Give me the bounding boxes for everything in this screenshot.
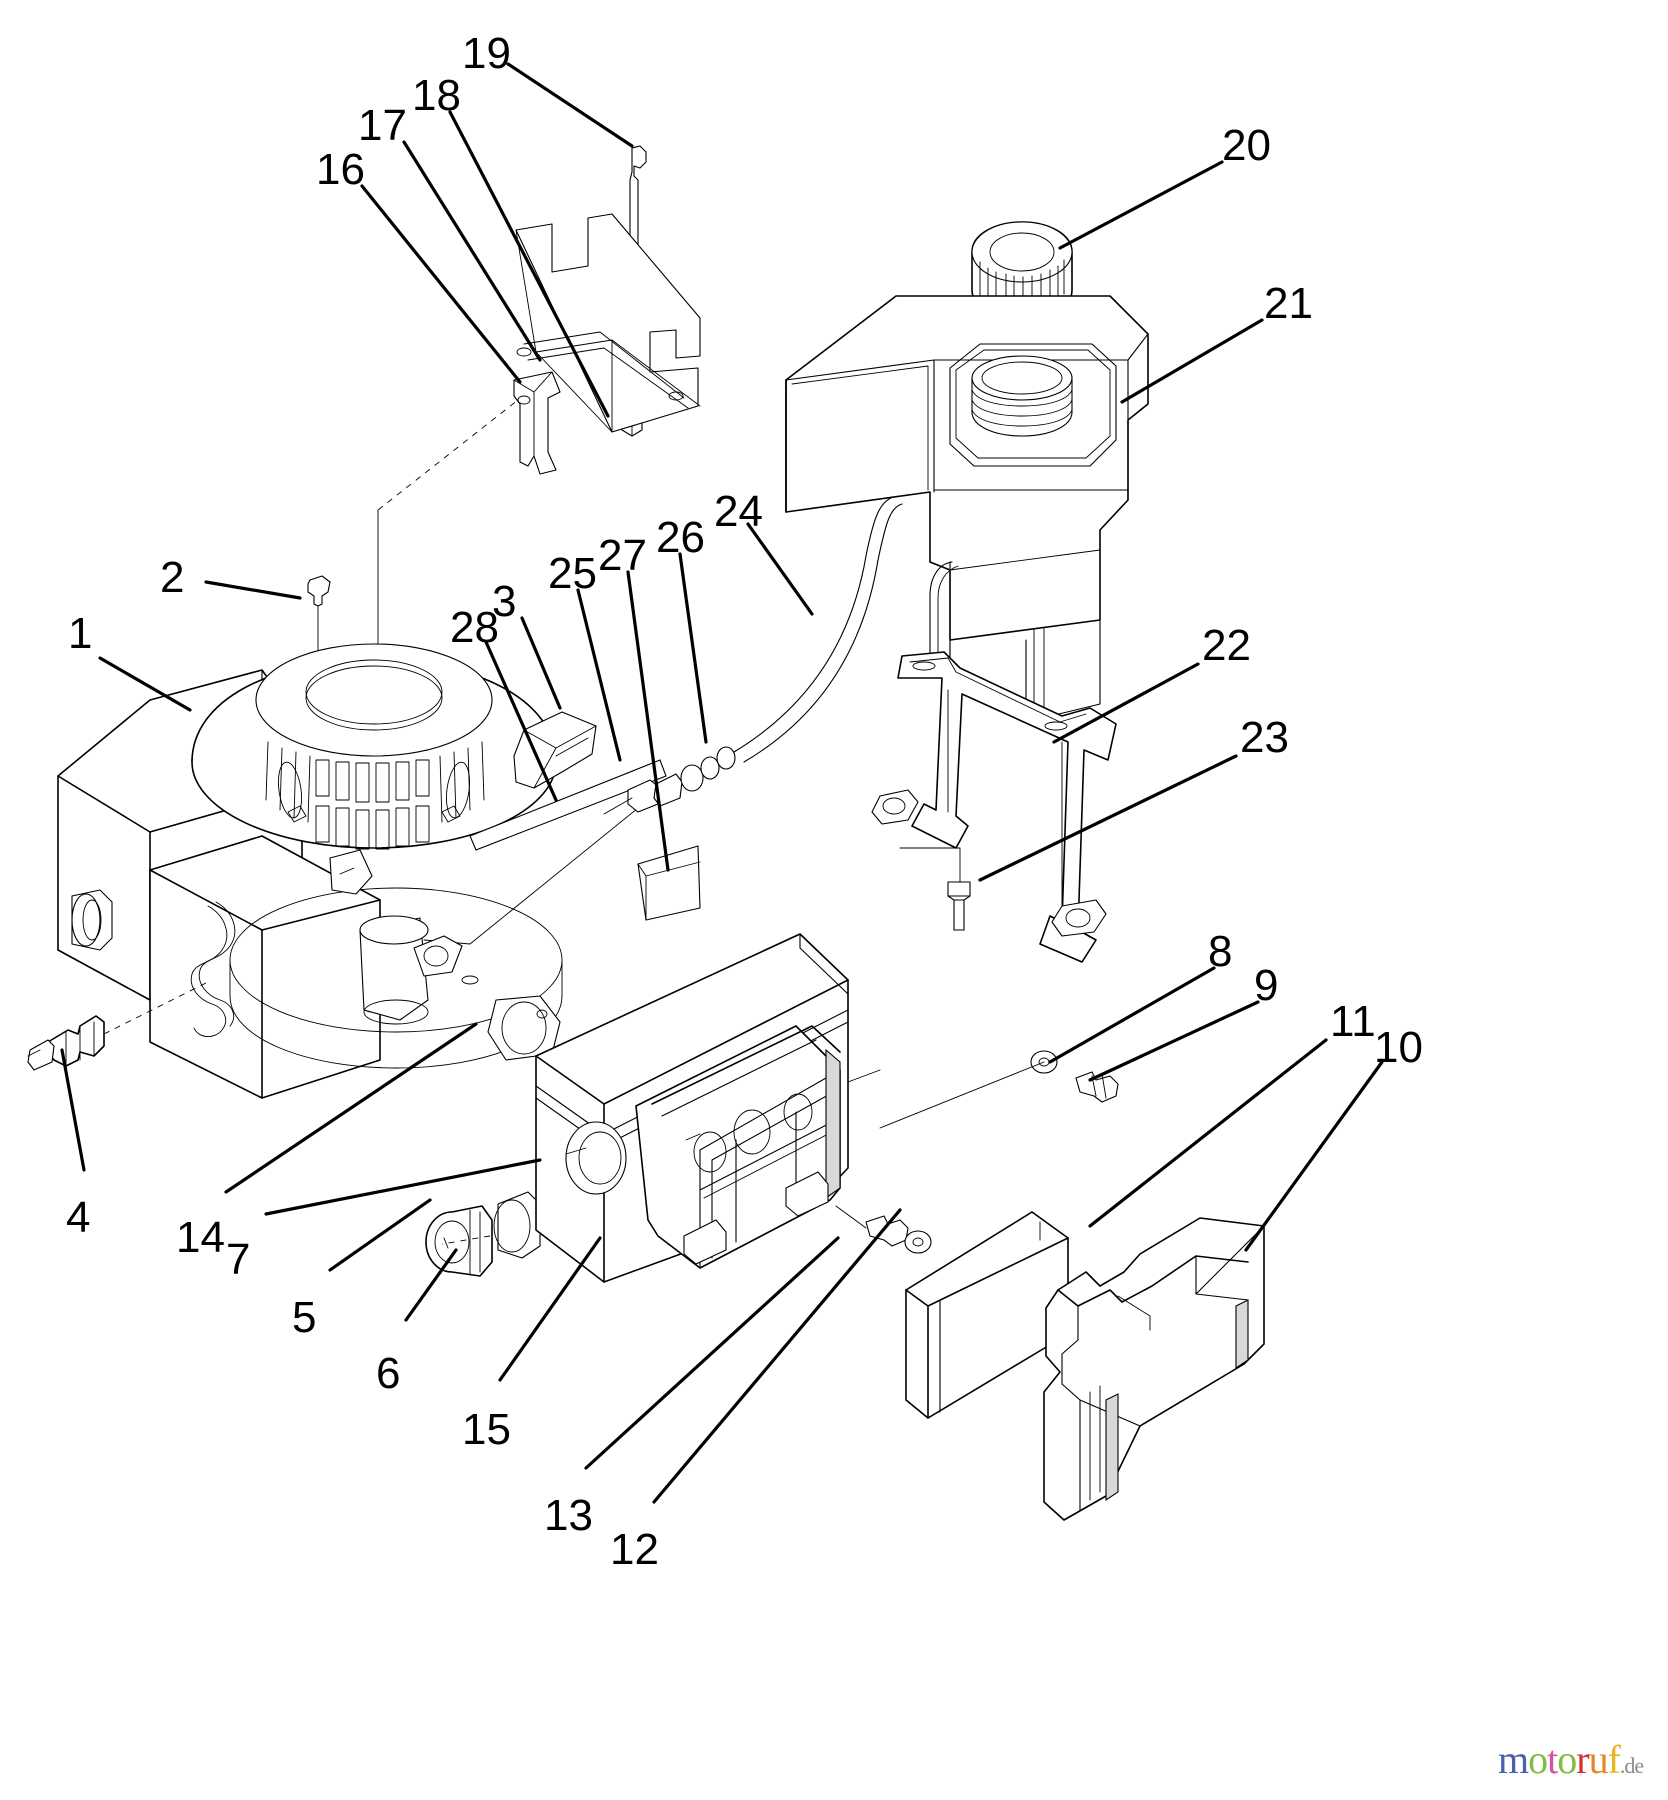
callout-21[interactable]: 21	[1264, 279, 1313, 328]
callout-1[interactable]: 1	[68, 609, 93, 658]
callout-6[interactable]: 6	[376, 1349, 401, 1398]
callout-14[interactable]: 14	[176, 1213, 225, 1262]
callout-20[interactable]: 20	[1222, 121, 1271, 170]
watermark-letter-u: u	[1588, 1737, 1609, 1782]
callout-25[interactable]: 25	[548, 549, 597, 598]
callout-3[interactable]: 3	[492, 577, 517, 626]
callout-26[interactable]: 26	[656, 513, 705, 562]
watermark-tld: .de	[1619, 1753, 1644, 1778]
part-26-fuel-fitting	[603, 746, 736, 815]
callout-5[interactable]: 5	[292, 1293, 317, 1342]
part-4-spark-plug	[27, 981, 209, 1071]
callout-9[interactable]: 9	[1254, 961, 1279, 1010]
callout-7[interactable]: 7	[226, 1235, 251, 1284]
callout-12[interactable]: 12	[610, 1525, 659, 1574]
part-25-27-linkage	[469, 759, 701, 921]
callout-28[interactable]: 28	[450, 603, 499, 652]
part-16-bracket	[513, 371, 561, 475]
part-1-engine-assembly	[57, 643, 649, 1099]
watermark-letter-m: m	[1498, 1737, 1529, 1782]
callout-16[interactable]: 16	[316, 145, 365, 194]
watermark-letter-r: r	[1576, 1737, 1589, 1782]
part-22-tank-bracket	[871, 651, 1117, 963]
callout-2[interactable]: 2	[160, 553, 185, 602]
callout-22[interactable]: 22	[1202, 621, 1251, 670]
part-24-fuel-line	[733, 495, 903, 763]
part-2-bolt	[307, 575, 331, 653]
site-watermark: motoruf.de	[1498, 1736, 1644, 1783]
callout-24[interactable]: 24	[714, 487, 763, 536]
leader-lines	[60, 62, 1384, 1504]
callout-4[interactable]: 4	[66, 1193, 91, 1242]
callout-8[interactable]: 8	[1208, 927, 1233, 976]
callout-27[interactable]: 27	[598, 531, 647, 580]
watermark-letter-o2: o	[1557, 1737, 1577, 1782]
callout-18[interactable]: 18	[412, 71, 461, 120]
part-23-bolt	[899, 847, 971, 931]
callout-19[interactable]: 19	[462, 29, 511, 78]
part-3-control-lever	[513, 711, 597, 789]
callout-11[interactable]: 11	[1330, 997, 1376, 1046]
part-5-elbow	[441, 1191, 541, 1259]
part-15-air-cleaner-base	[535, 933, 881, 1283]
callout-13[interactable]: 13	[544, 1491, 593, 1540]
callout-23[interactable]: 23	[1240, 713, 1289, 762]
part-10-air-cleaner-cover	[1043, 1217, 1265, 1521]
watermark-letter-o1: o	[1528, 1737, 1548, 1782]
watermark-letter-f: f	[1607, 1737, 1621, 1782]
watermark-letter-t: t	[1547, 1737, 1558, 1782]
callout-10[interactable]: 10	[1374, 1023, 1423, 1072]
part-21-fuel-tank	[785, 295, 1149, 723]
part-6-cap	[425, 1205, 493, 1277]
callout-15[interactable]: 15	[462, 1405, 511, 1454]
part-9-bolt-secondary	[835, 1205, 932, 1254]
callout-17[interactable]: 17	[358, 101, 407, 150]
part-9-bolt	[879, 1061, 1119, 1129]
